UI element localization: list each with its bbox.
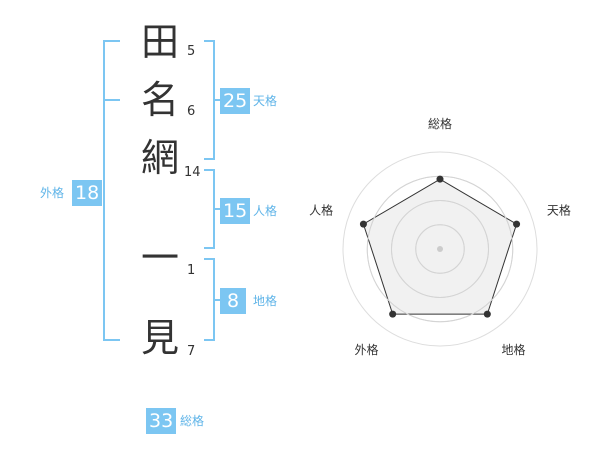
radar-axis-label-1: 総格	[428, 116, 452, 131]
chikaku-label: 地格	[253, 294, 278, 308]
tenkaku-value: 25	[220, 88, 251, 114]
gaikaku-value: 18	[72, 180, 103, 206]
radar-point-4	[389, 310, 397, 318]
gaikaku-bracket	[103, 40, 120, 341]
stroke-count-5: 7	[187, 344, 196, 359]
name-char-2: 名	[140, 78, 179, 122]
jinkaku-label: 人格	[253, 204, 278, 218]
chikaku-value: 8	[220, 288, 246, 314]
soukaku-value: 33	[146, 408, 177, 434]
radar-axis-label-5: 人格	[309, 202, 333, 217]
radar-point-3	[483, 310, 491, 318]
radar-inner-ring-1	[415, 224, 465, 274]
radar-point-1	[436, 175, 444, 183]
tenkaku-label: 天格	[253, 94, 278, 108]
name-char-3: 網	[140, 136, 179, 180]
soukaku-label: 総格	[180, 414, 205, 428]
radar-axis-label-4: 外格	[355, 342, 379, 357]
radar-center-dot	[437, 246, 443, 252]
radar-inner-ring-2	[391, 200, 489, 298]
name-char-5: 見	[140, 316, 179, 360]
radar-point-2	[513, 220, 521, 228]
stroke-count-2: 6	[187, 104, 196, 119]
stroke-count-1: 5	[187, 44, 196, 59]
radar-axis-label-2: 天格	[547, 202, 571, 217]
name-char-4: 一	[140, 236, 179, 280]
stroke-count-3: 14	[184, 165, 201, 180]
stroke-count-4: 1	[187, 263, 196, 278]
name-char-1: 田	[140, 20, 179, 64]
jinkaku-value: 15	[220, 198, 251, 224]
radar-axis-label-3: 地格	[501, 342, 525, 357]
radar-point-5	[359, 220, 367, 228]
gaikaku-label: 外格	[40, 186, 65, 200]
